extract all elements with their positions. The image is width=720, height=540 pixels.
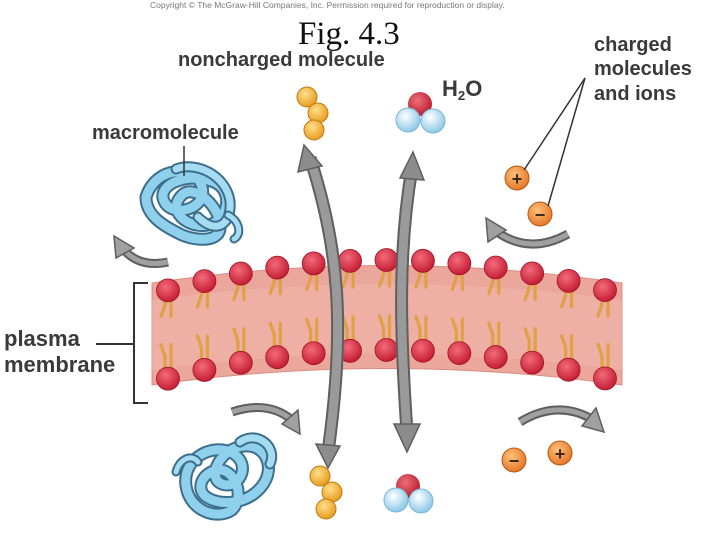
noncharged-molecule-label: noncharged molecule	[178, 49, 385, 71]
negative-ion-top: −	[527, 201, 553, 227]
charged-label-line-3: and ions	[594, 83, 677, 105]
phospholipid-heads-bottom	[156, 338, 617, 391]
ions-deflect-arrow	[485, 216, 571, 249]
lipid-tail	[268, 321, 282, 351]
phospholipid-head	[593, 366, 617, 391]
figure-title: Fig. 4.3	[298, 16, 400, 52]
macromolecule-bottom	[171, 432, 278, 521]
phospholipid-head	[301, 341, 326, 366]
lipid-tail	[195, 334, 210, 364]
phospholipid-head	[556, 357, 581, 382]
plasma-membrane-label-line-1: plasma	[4, 326, 80, 351]
phospholipid-head	[411, 248, 435, 273]
phospholipid-head	[192, 358, 217, 382]
charged-leader-line-1	[523, 77, 586, 171]
phospholipid-head	[228, 261, 253, 286]
phospholipid-head	[447, 341, 472, 366]
phospholipid-head	[374, 248, 399, 272]
phospholipid-head	[520, 350, 545, 375]
plasma-membrane-label-line-2: membrane	[4, 352, 116, 377]
lipid-tail	[487, 321, 501, 351]
phospholipid-head	[483, 255, 508, 280]
charged-leader-line-2	[547, 77, 586, 207]
phospholipid-head	[447, 251, 472, 276]
phospholipid-head	[301, 251, 326, 276]
phospholipid-head	[374, 338, 399, 362]
phospholipid-head	[593, 278, 617, 303]
lipid-tail	[450, 317, 464, 347]
water-label-subscript: 2	[457, 88, 466, 103]
lipid-tail	[559, 334, 574, 364]
positive-ion-bottom: +	[547, 440, 573, 466]
copyright-notice: Copyright © The McGraw-Hill Companies, I…	[150, 0, 505, 10]
membrane-bracket	[133, 282, 148, 404]
lipid-tail	[523, 326, 537, 357]
phospholipid-head	[265, 255, 290, 280]
water-label-o: O	[465, 76, 483, 101]
lipid-tail	[414, 315, 428, 345]
lipid-tail	[377, 314, 392, 344]
phospholipid-heads-top	[156, 248, 617, 303]
phospholipid-head	[556, 268, 581, 293]
water-molecule-top	[395, 92, 446, 134]
ions-bottom-arrow	[517, 405, 606, 434]
phospholipid-head	[520, 261, 545, 286]
phospholipid-head	[156, 278, 180, 303]
noncharged-molecule-double-arrow	[297, 143, 345, 470]
minus-sign: −	[509, 451, 520, 471]
macromolecule-deflect-arrow	[113, 234, 169, 268]
lipid-tail	[232, 327, 246, 357]
noncharged-molecule-top	[296, 86, 329, 141]
macromolecule-top	[139, 161, 244, 246]
lipid-tails-bottom	[159, 314, 610, 373]
water-label: H2O	[442, 76, 483, 103]
phospholipid-head	[338, 248, 362, 273]
minus-sign: −	[535, 205, 546, 225]
positive-ion-top: +	[504, 165, 530, 191]
phospholipid-head	[265, 345, 290, 370]
phospholipid-head	[411, 338, 435, 363]
noncharged-molecule-bottom	[309, 465, 343, 520]
charged-label-line-2: molecules	[594, 58, 692, 80]
phospholipid-head	[156, 366, 180, 391]
phospholipid-head	[228, 350, 253, 375]
negative-ion-bottom: −	[501, 447, 527, 473]
phospholipid-head	[192, 269, 217, 294]
lipid-tail	[341, 315, 355, 345]
water-double-arrow	[392, 150, 426, 454]
plus-sign: +	[555, 444, 566, 464]
water-label-h: H	[442, 76, 458, 101]
water-molecule-bottom	[383, 474, 434, 514]
macromolecule-label: macromolecule	[92, 122, 239, 144]
macromolecule-bottom-arrow	[230, 403, 301, 436]
plus-sign: +	[512, 169, 523, 189]
lipid-tail	[305, 317, 319, 347]
charged-label-line-1: charged	[594, 34, 672, 56]
lipid-tail	[596, 342, 610, 372]
lipid-tail	[159, 343, 173, 373]
phospholipid-head	[483, 345, 508, 369]
